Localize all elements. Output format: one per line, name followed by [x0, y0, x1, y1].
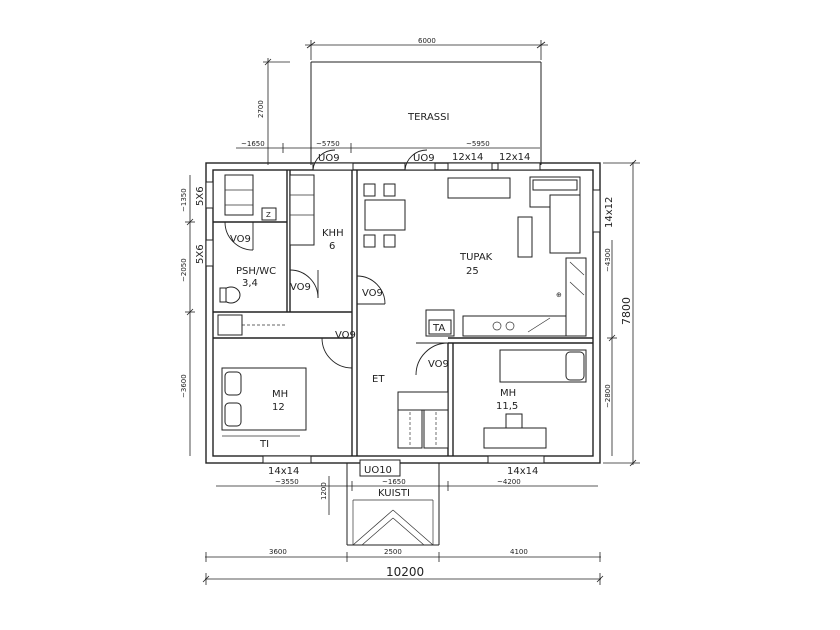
bottom-dims: ~3550 ~1650 ~4200 1200 3600 2500 4100 10… — [202, 476, 604, 585]
window-right: 14x12 — [604, 197, 615, 228]
total-depth-dim: 7800 — [620, 297, 633, 325]
porch-depth-dim: 1200 — [320, 482, 328, 500]
seg-3-dim: 4100 — [510, 548, 528, 556]
bedroom-1: VO9 MH 12 TI — [221, 330, 356, 450]
door-uo9-a: UO9 — [318, 153, 340, 164]
seg-1-dim: 3600 — [269, 548, 287, 556]
left-dim-2: ~2050 — [180, 258, 188, 282]
mh2-label: MH — [500, 388, 516, 399]
window-left-1: 5X6 — [195, 186, 206, 206]
terrace-label: TERASSI — [407, 112, 449, 123]
windows-bottom: 14x14 14x14 — [262, 455, 545, 477]
door-vo9-tupak: VO9 — [362, 288, 383, 299]
stove-icon — [261, 207, 277, 221]
left-dims: ~1350 ~2050 ~3600 — [180, 175, 195, 456]
left-dim-3: ~3600 — [180, 374, 188, 398]
window-top-2: 12x14 — [499, 152, 530, 163]
sauna: Z — [224, 174, 277, 221]
window-bottom-1: 14x14 — [268, 466, 299, 477]
window-left-2: 5X6 — [195, 244, 206, 264]
right-dims: ~4300 ~2800 7800 — [603, 159, 640, 467]
psh-area: 3,4 — [242, 278, 258, 289]
door-vo9-mh2: VO9 — [428, 359, 449, 370]
ta-label: TA — [432, 323, 445, 334]
windows-left: 5X6 5X6 — [195, 181, 214, 267]
ti-label: TI — [259, 439, 269, 450]
bedroom-2: MH 11,5 — [483, 349, 587, 449]
total-width-dim: 10200 — [386, 565, 424, 579]
porch: UO10 KUISTI — [346, 459, 440, 546]
mh2-area: 11,5 — [496, 401, 518, 412]
bottom-dim-right: ~4200 — [497, 478, 521, 486]
door-vo9-khh: VO9 — [290, 282, 311, 293]
terrace-depth-text: 2700 — [257, 100, 265, 118]
window-top-1: 12x14 — [452, 152, 483, 163]
window-bottom-2: 14x14 — [507, 466, 538, 477]
door-uo9-b: UO9 — [413, 153, 435, 164]
khh-label: KHH — [322, 228, 344, 239]
tupak-label: TUPAK — [459, 252, 493, 263]
terrace-width-text: 6000 — [418, 37, 436, 45]
entrance-hall: ET VO9 — [372, 342, 449, 449]
door-vo9-mh1: VO9 — [335, 330, 356, 341]
svg-text:⊕: ⊕ — [556, 291, 562, 299]
right-dim-1: ~4300 — [604, 248, 612, 272]
top-mid-dim: ~5750 — [316, 140, 340, 148]
stove-label: Z — [266, 211, 271, 219]
cabinet-row — [217, 314, 285, 336]
top-right-dim: ~5950 — [466, 140, 490, 148]
outer-walls — [205, 162, 601, 464]
khh-area: 6 — [329, 241, 335, 252]
kuisti-label: KUISTI — [378, 488, 410, 499]
seg-2-dim: 2500 — [384, 548, 402, 556]
terrace: TERASSI — [310, 61, 542, 165]
left-dim-1: ~1350 — [180, 188, 188, 212]
windows-right: 14x12 — [592, 189, 615, 233]
mh1-label: MH — [272, 389, 288, 400]
terrace-depth-dim: 2700 — [257, 58, 290, 165]
mh1-area: 12 — [272, 402, 285, 413]
top-left-dim: ~1650 — [241, 140, 265, 148]
psh-label: PSH/WC — [236, 266, 276, 277]
door-vo9-psh: VO9 — [230, 234, 251, 245]
et-label: ET — [372, 374, 385, 385]
bottom-dim-left: ~3550 — [275, 478, 299, 486]
terrace-width-dim: 6000 — [305, 37, 548, 60]
living-room: TUPAK 25 VO9 ⊕ TA — [356, 176, 587, 337]
tupak-area: 25 — [466, 266, 479, 277]
bottom-dim-mid: ~1650 — [382, 478, 406, 486]
door-uo10: UO10 — [364, 465, 392, 476]
khh: KHH 6 VO9 — [289, 174, 344, 299]
right-dim-2: ~2800 — [604, 384, 612, 408]
windows-top: 12x14 12x14 UO9 UO9 — [312, 149, 541, 171]
top-dims: ~1650 ~5750 ~5950 — [236, 140, 540, 153]
psh-wc: VO9 PSH/WC 3,4 — [219, 221, 276, 304]
